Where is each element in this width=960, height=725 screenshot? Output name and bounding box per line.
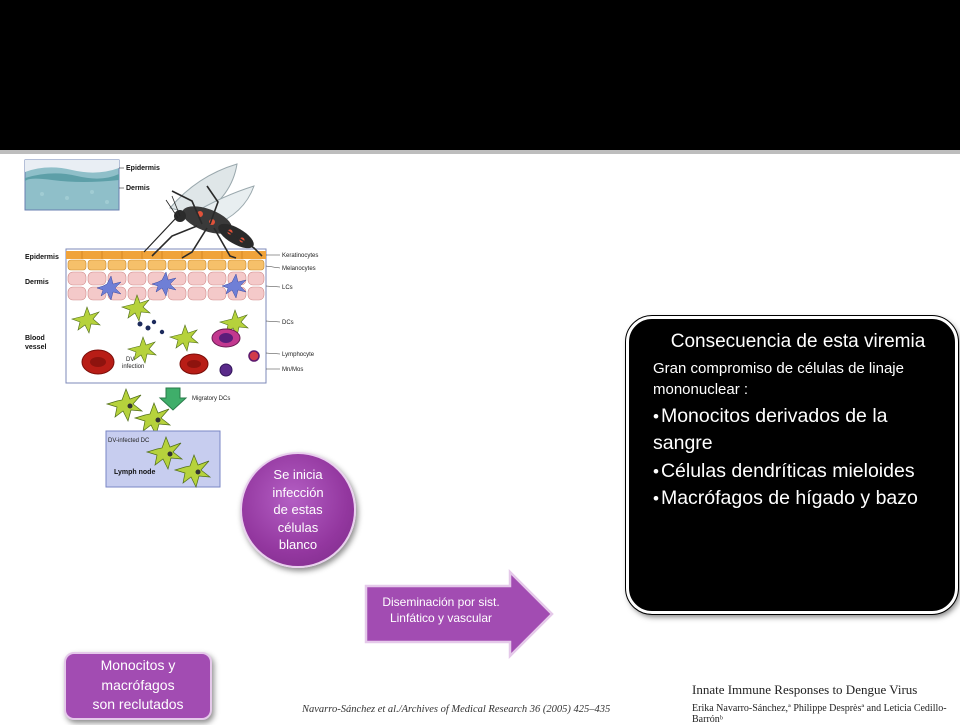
circle-line-3: de estas	[273, 502, 323, 518]
label-blood-vessel-1: Blood	[25, 335, 45, 342]
label-dv-infection-1: DV	[126, 357, 134, 363]
label-dv-infected-dc: DV-infected DC	[108, 438, 150, 444]
paper-authors: Erika Navarro-Sánchez,ª Philippe Desprès…	[692, 703, 947, 725]
dissemination-arrow-text: Diseminación por sist. Linfático y vascu…	[366, 594, 516, 626]
arrow-line-2: Linfático y vascular	[389, 611, 493, 626]
label-blood-vessel-2: vessel	[25, 344, 46, 351]
label-dermis: Dermis	[25, 279, 49, 286]
skin-infection-figure: Epidermis Dermis Epidermis Dermis Blood …	[24, 159, 318, 488]
callout-list: Monocitos derivados de la sangre Células…	[653, 403, 943, 512]
label-lcs: LCs	[282, 285, 293, 291]
circle-line-5: blanco	[278, 537, 318, 553]
label-epidermis-top: Epidermis	[126, 165, 160, 172]
callout-item: Células dendríticas mieloides	[653, 458, 943, 485]
header-band	[0, 0, 960, 150]
callout-title: Consecuencia de esta viremia	[670, 331, 926, 352]
callout-subtitle: Gran compromiso de células de linaje mon…	[653, 359, 904, 399]
viremia-consequence-callout: Consecuencia de esta viremia Gran compro…	[625, 315, 959, 615]
circle-line-2: infección	[272, 484, 324, 500]
label-melanocytes: Melanocytes	[282, 266, 316, 272]
callout-item: Macrófagos de hígado y bazo	[653, 485, 943, 512]
circle-line-4: células	[277, 519, 319, 535]
mosquito-illustration	[143, 163, 263, 259]
label-dv-infection-2: infection	[122, 364, 144, 370]
circle-line-1: Se inicia	[273, 467, 323, 483]
infection-start-circle: Se inicia infección de estas células bla…	[240, 452, 356, 568]
callout-item: Monocitos derivados de la sangre	[653, 403, 943, 458]
header-separator	[0, 150, 960, 154]
label-mn-mos: Mn/Mos	[282, 367, 303, 373]
pill-line-2: macrófagos	[101, 676, 175, 693]
figure-citation: Navarro-Sánchez et al./Archives of Medic…	[302, 704, 611, 715]
label-epidermis: Epidermis	[25, 254, 59, 261]
label-dcs: DCs	[282, 320, 294, 326]
pill-line-1: Monocitos y	[100, 657, 176, 673]
pill-line-3: son reclutados	[92, 696, 184, 713]
paper-title: Innate Immune Responses to Dengue Virus	[692, 682, 918, 697]
label-dermis-top: Dermis	[126, 185, 150, 192]
dissemination-arrow	[364, 568, 554, 660]
label-keratinocytes: Keratinocytes	[282, 253, 318, 259]
recruitment-box: Monocitos y macrófagos son reclutados	[64, 652, 212, 720]
label-lymph-node: Lymph node	[114, 469, 155, 476]
arrow-line-1: Diseminación por sist.	[382, 595, 500, 609]
label-migratory-dcs: Migratory DCs	[192, 396, 230, 402]
label-lymphocyte: Lymphocyte	[282, 352, 315, 358]
